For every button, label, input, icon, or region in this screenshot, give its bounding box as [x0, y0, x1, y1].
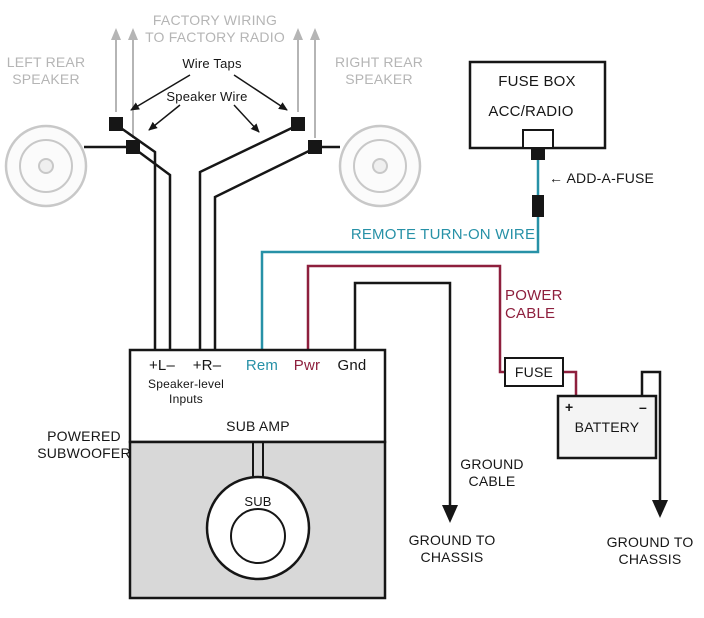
factory-wiring-label: FACTORY WIRING TO FACTORY RADIO	[145, 12, 285, 46]
fuse-box-title: FUSE BOX	[498, 73, 576, 90]
ground-cable-label: GROUND CABLE	[460, 456, 523, 490]
ground-to-chassis-left-line2: CHASSIS	[420, 549, 484, 566]
amp-terminal-remote: Rem	[245, 357, 279, 374]
right-speaker-icon	[338, 124, 422, 208]
label-arrows	[130, 74, 288, 133]
battery-plus-terminal: +	[565, 399, 574, 415]
wire-taps-label: Wire Taps	[182, 56, 242, 71]
left-speaker-icon	[4, 124, 88, 208]
wire-tap-squares	[109, 117, 322, 154]
ground-to-chassis-left-label: GROUND TO CHASSIS	[409, 532, 496, 566]
factory-wiring-line1: FACTORY WIRING	[152, 12, 278, 28]
amp-terminal-left: +L–	[148, 357, 176, 374]
right-rear-speaker-label: RIGHT REAR SPEAKER	[335, 54, 423, 88]
battery-minus-terminal: –	[639, 399, 647, 415]
factory-wiring-line2: TO FACTORY RADIO	[145, 29, 285, 46]
ground-cable-line2: CABLE	[468, 473, 516, 490]
speaker-level-inputs-label: Speaker-level Inputs	[148, 377, 224, 406]
left-rear-speaker-label: LEFT REAR SPEAKER	[7, 54, 86, 88]
power-cable-label: POWER CABLE	[505, 287, 563, 324]
ground-to-chassis-left-line1: GROUND TO	[408, 532, 496, 548]
acc-radio-label: ACC/RADIO	[488, 103, 574, 120]
power-cable-path	[306, 264, 578, 396]
sub-label: SUB	[244, 494, 272, 509]
amp-terminal-right: +R–	[192, 357, 222, 374]
remote-turn-on-wire-label: REMOTE TURN-ON WIRE	[350, 226, 536, 243]
right-rear-speaker-line1: RIGHT REAR	[334, 54, 424, 70]
powered-subwoofer-line2: SUBWOOFER	[37, 445, 131, 462]
left-rear-speaker-line1: LEFT REAR	[6, 54, 86, 70]
amp-terminal-power: Pwr	[293, 357, 321, 374]
ground-arrow-right	[652, 500, 668, 518]
powered-subwoofer-line1: POWERED	[47, 428, 121, 444]
ground-to-chassis-right-line2: CHASSIS	[618, 551, 682, 568]
battery-label: BATTERY	[574, 419, 640, 435]
sub-amp-label: SUB AMP	[226, 418, 290, 434]
ground-arrow-left	[442, 505, 458, 523]
subwoofer-driver-icon	[205, 442, 311, 581]
speaker-wire-label: Speaker Wire	[166, 89, 248, 104]
ground-to-chassis-right-label: GROUND TO CHASSIS	[607, 534, 694, 568]
fuse-slot	[522, 129, 554, 149]
right-rear-speaker-line2: SPEAKER	[345, 71, 413, 88]
fuse-label: FUSE	[514, 364, 554, 380]
power-cable-line1: POWER	[505, 287, 563, 304]
amp-terminal-ground: Gnd	[337, 357, 367, 374]
sub-amp-box	[128, 348, 387, 444]
fuse-slot-tab	[531, 148, 545, 160]
powered-subwoofer-label: POWERED SUBWOOFER	[37, 428, 131, 462]
add-a-fuse-label: ← ADD-A-FUSE	[549, 170, 655, 186]
speaker-wires	[84, 124, 340, 351]
inline-fuse-box	[504, 357, 564, 387]
ground-cable-path	[353, 281, 458, 523]
speaker-level-inputs-line1: Speaker-level	[148, 377, 224, 391]
factory-wiring-arrows	[111, 28, 320, 138]
speaker-level-inputs-line2: Inputs	[169, 391, 203, 406]
power-cable-line2: CABLE	[505, 305, 556, 323]
left-rear-speaker-line2: SPEAKER	[12, 71, 80, 88]
ground-to-chassis-right-line1: GROUND TO	[606, 534, 694, 550]
battery-ground-path	[640, 370, 668, 518]
add-a-fuse-connector	[532, 195, 544, 217]
battery-box	[556, 394, 658, 460]
ground-cable-line1: GROUND	[460, 456, 524, 472]
